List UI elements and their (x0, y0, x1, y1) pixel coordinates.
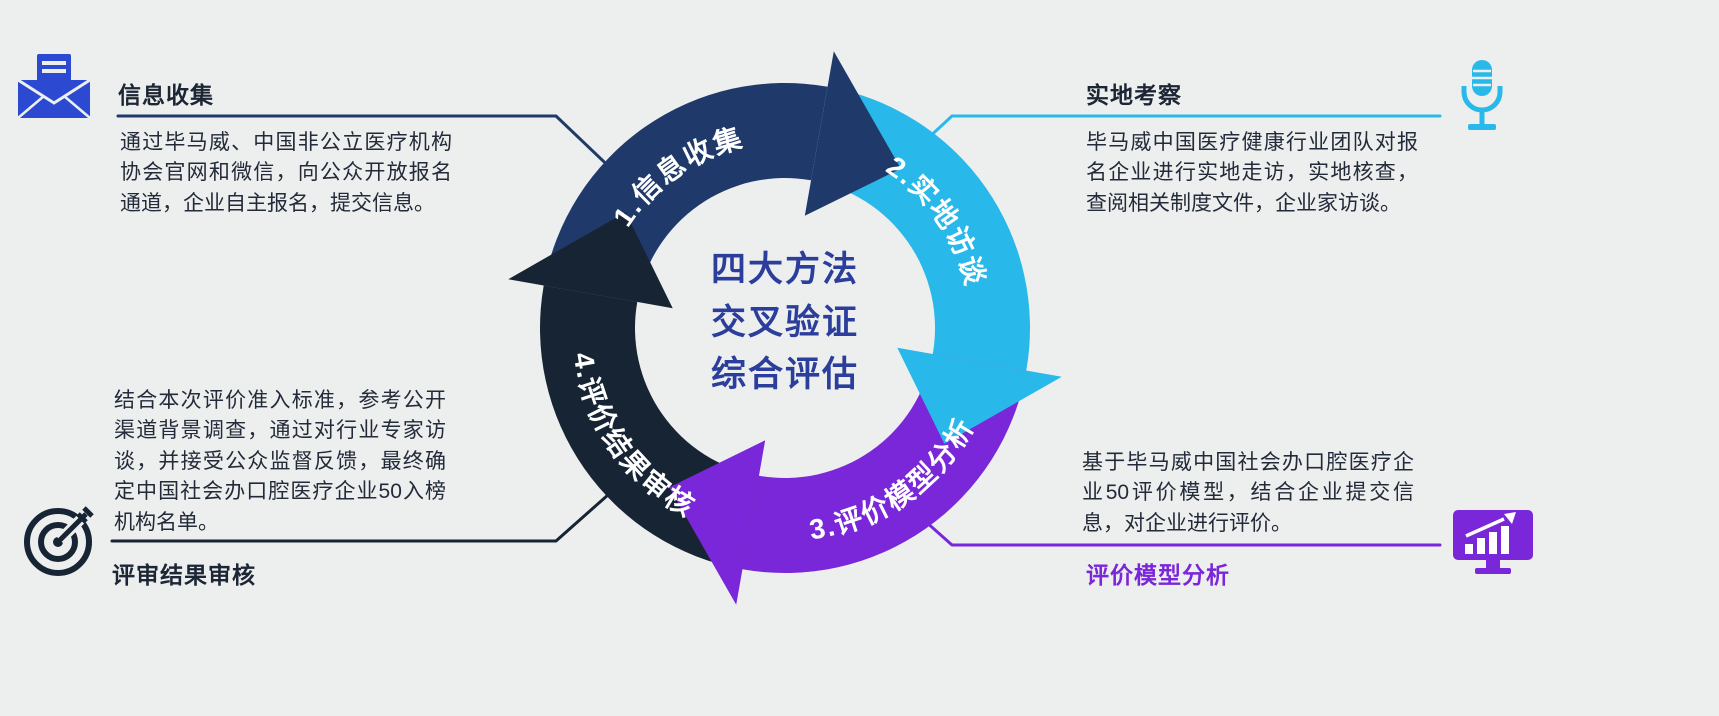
target-dart-icon (24, 506, 94, 576)
microphone-icon (1461, 60, 1503, 130)
wheel-arrowhead-2 (897, 347, 1062, 444)
center-caption-line-2: 交叉验证 (710, 302, 859, 342)
monitor-chart-icon (1453, 510, 1533, 574)
body-top-left: 通过毕马威、中国非公立医疗机构协会官网和微信，向公众开放报名通道，企业自主报名，… (120, 131, 452, 215)
wheel-arrowhead-4 (508, 212, 673, 309)
heading-bottom-right: 评价模型分析 (1086, 562, 1230, 588)
heading-top-left: 信息收集 (118, 82, 214, 108)
wheel-arrowhead-1 (804, 51, 901, 216)
body-top-right: 毕马威中国医疗健康行业团队对报名企业进行实地走访，实地核查，查阅相关制度文件，企… (1086, 131, 1418, 215)
center-caption-line-3: 综合评估 (710, 355, 859, 394)
body-bottom-right: 基于毕马威中国社会办口腔医疗企业50评价模型，结合企业提交信息，对企业进行评价。 (1082, 451, 1414, 535)
center-caption-line-1: 四大方法 (710, 250, 859, 289)
heading-top-right: 实地考察 (1086, 82, 1182, 108)
heading-bottom-left: 评审结果审核 (112, 562, 256, 588)
envelope-icon (17, 54, 91, 119)
body-bottom-left: 结合本次评价准入标准，参考公开渠道背景调查，通过对行业专家访谈，并接受公众监督反… (114, 389, 446, 534)
wheel-center-caption: 四大方法 交叉验证 综合评估 (635, 244, 935, 402)
wheel-arrowhead-3 (669, 440, 766, 605)
